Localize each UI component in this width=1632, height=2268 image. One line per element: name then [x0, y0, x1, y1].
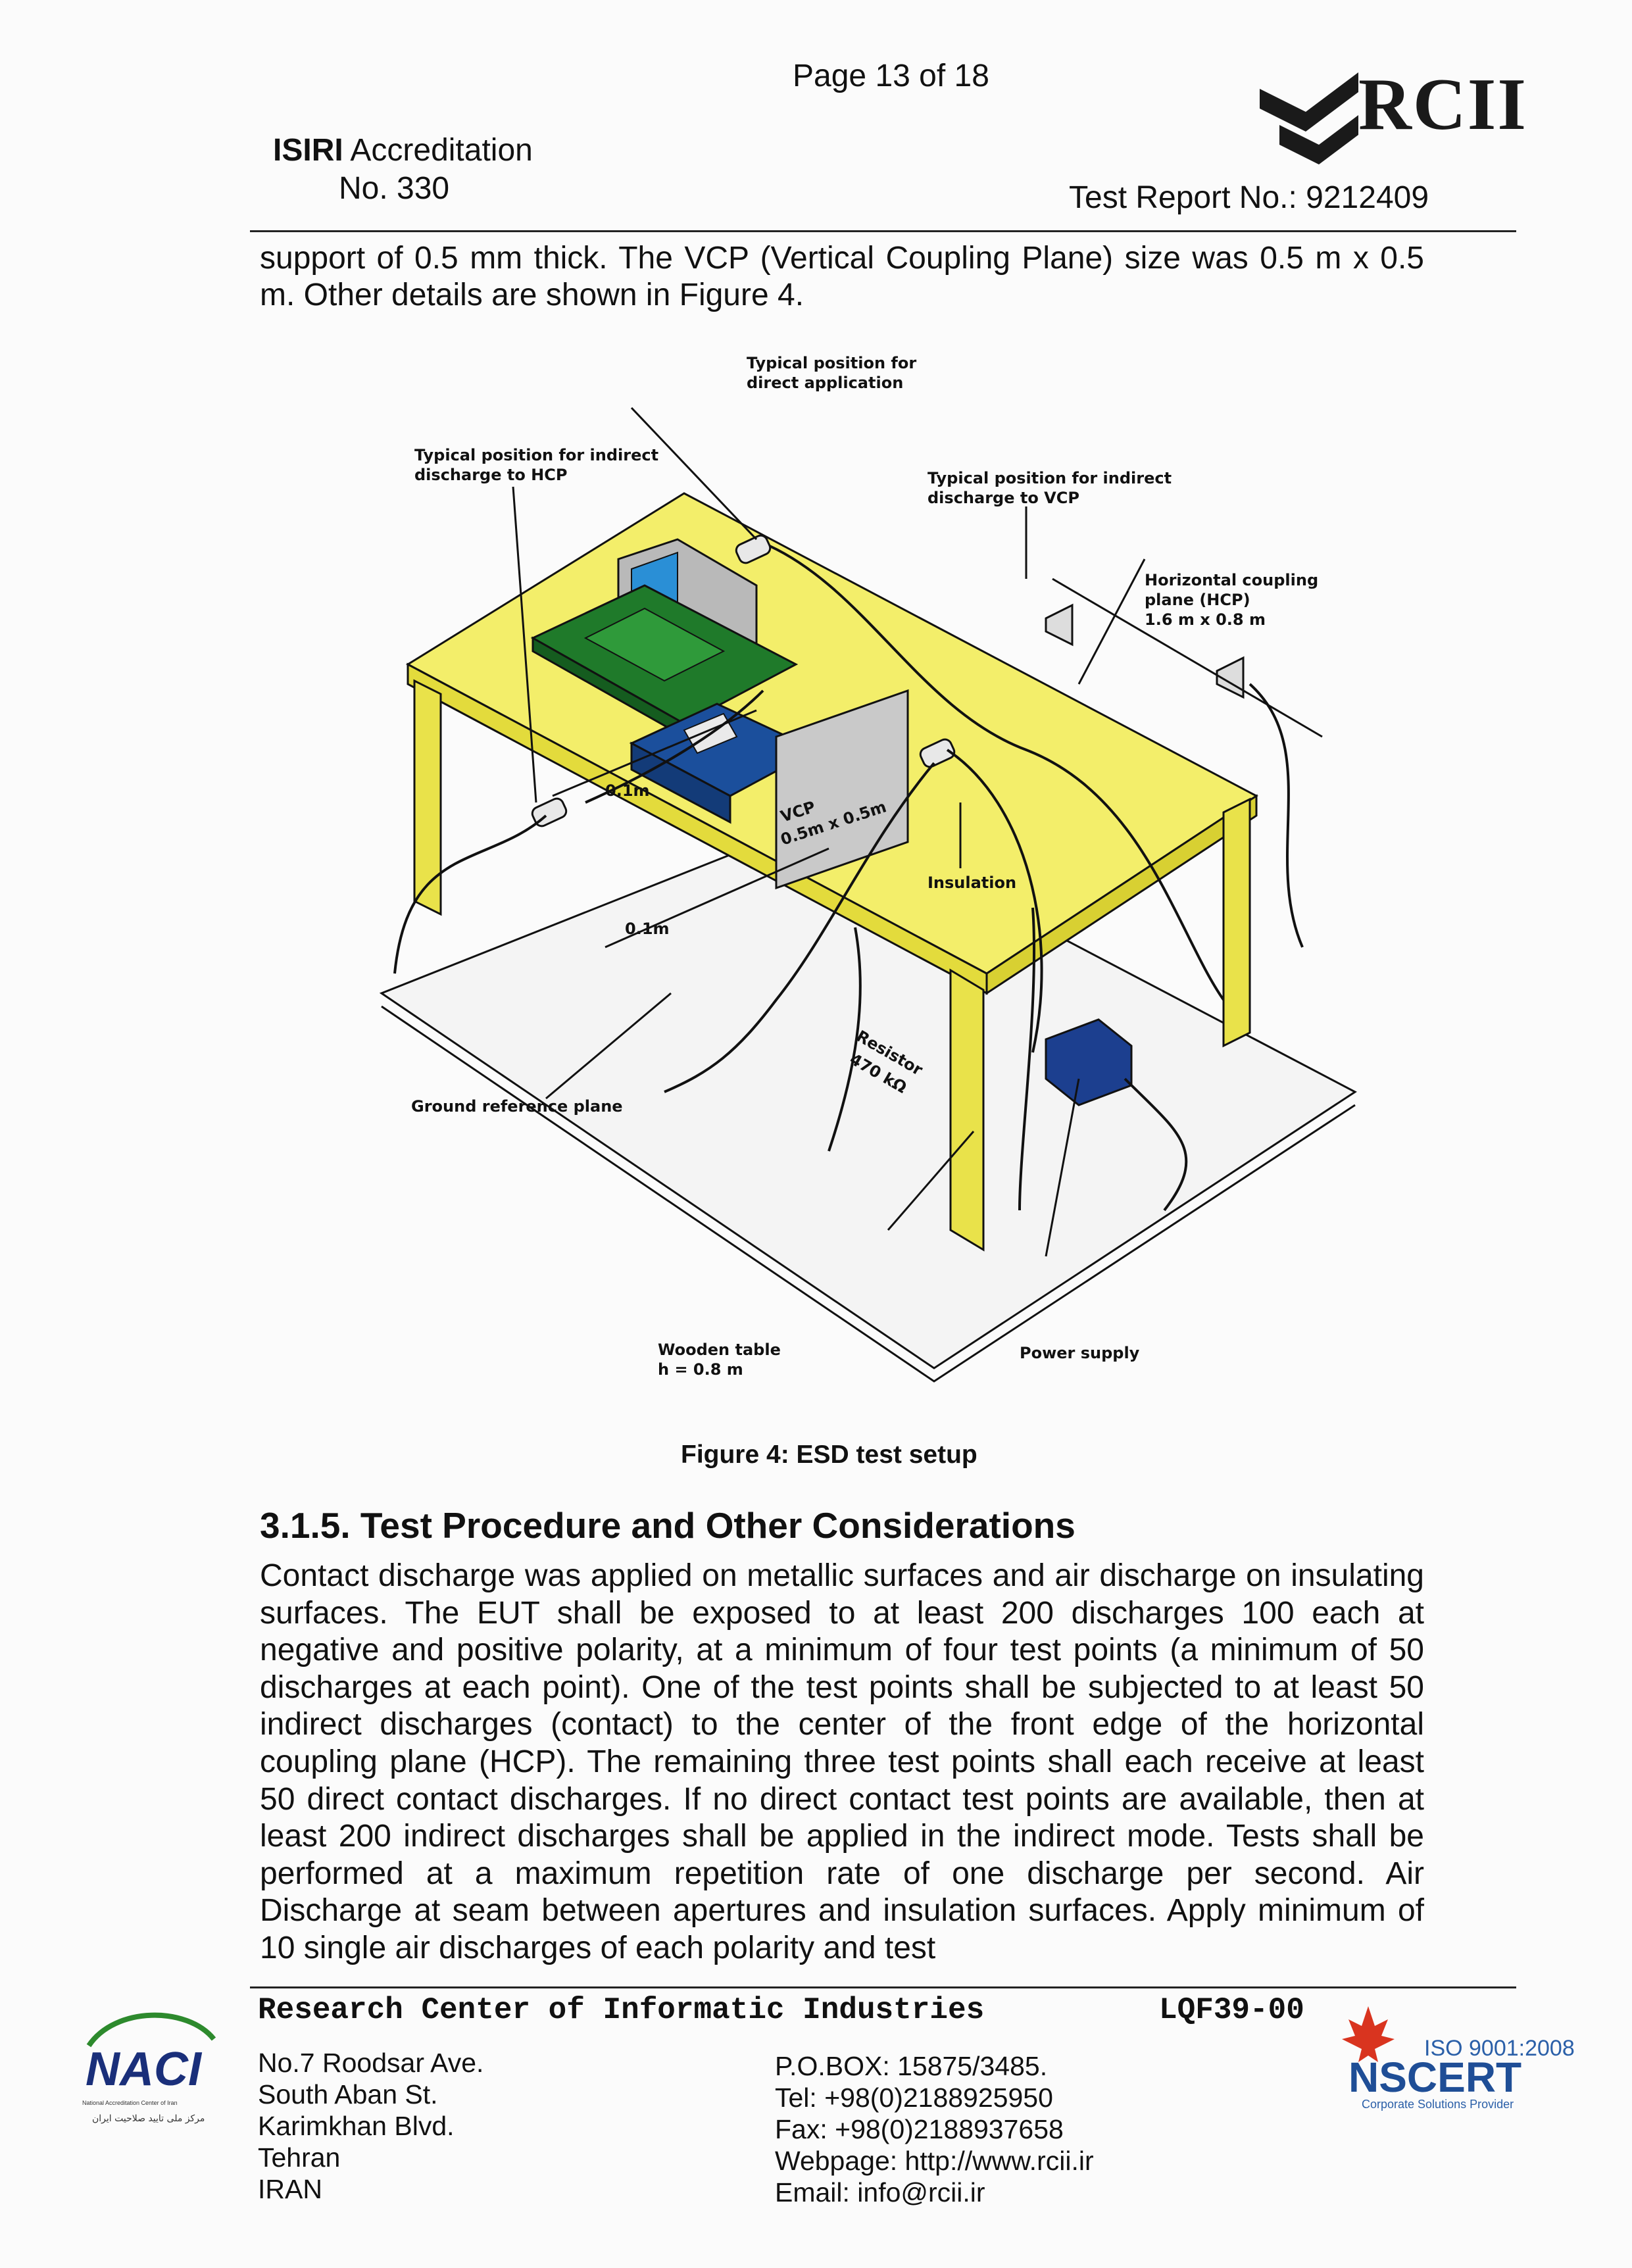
contact-pobox: P.O.BOX: 15875/3485.	[775, 2051, 1048, 2081]
label-insulation: Insulation	[927, 874, 1016, 892]
esd-setup-figure: Typical position for direct application …	[379, 354, 1357, 1383]
vcp-plane	[775, 689, 909, 890]
label-table-2: h = 0.8 m	[658, 1360, 743, 1379]
page-number: Page 13 of 18	[793, 59, 989, 93]
procedure-paragraph: Contact discharge was applied on metalli…	[260, 1558, 1424, 1965]
label-indirect-hcp-1: Typical position for indirect	[414, 446, 658, 464]
naci-logo-text: NACI	[86, 2043, 203, 2096]
address-line: Karimkhan Blvd.	[258, 2111, 455, 2141]
laptop-icon	[530, 584, 799, 739]
accreditation-block: ISIRI Accreditation No. 330	[273, 132, 533, 208]
label-ground-plane: Ground reference plane	[411, 1097, 623, 1116]
accreditation-number: No. 330	[339, 171, 450, 206]
accreditation-word: Accreditation	[350, 133, 533, 168]
section-title: 3.1.5. Test Procedure and Other Consider…	[260, 1505, 1076, 1546]
footer-form-code: LQF39-00	[1159, 1993, 1304, 2027]
naci-farsi: مرکز ملی تایید صلاحیت ایران	[92, 2113, 205, 2124]
footer-contact: P.O.BOX: 15875/3485. Tel: +98(0)21889259…	[775, 2050, 1094, 2208]
label-indirect-vcp-1: Typical position for indirect	[927, 469, 1172, 487]
rcii-logo-text: RCII	[1358, 64, 1527, 145]
nscert-logo-icon: ISO 9001:2008 NSCERT Corporate Solutions…	[1342, 2006, 1575, 2111]
contact-email[interactable]: Email: info@rcii.ir	[775, 2177, 985, 2207]
contact-tel: Tel: +98(0)2188925950	[775, 2083, 1053, 2113]
address-line: South Aban St.	[258, 2079, 438, 2109]
address-line: IRAN	[258, 2174, 322, 2204]
label-distance-1: 0.1m	[605, 781, 650, 800]
nscert-text: NSCERT	[1348, 2054, 1521, 2101]
header-divider	[250, 230, 1516, 232]
label-direct-1: Typical position for	[747, 354, 916, 372]
intro-paragraph: support of 0.5 mm thick. The VCP (Vertic…	[260, 241, 1424, 312]
label-distance-2: 0.1m	[625, 920, 670, 938]
rcii-logo: RCII	[1253, 62, 1529, 174]
ground-reference-plane	[379, 814, 1357, 1369]
label-indirect-vcp-2: discharge to VCP	[927, 489, 1079, 507]
label-hcp-2: plane (HCP)	[1145, 591, 1250, 609]
iso-label: ISO 9001:2008	[1424, 2036, 1575, 2061]
contact-webpage[interactable]: Webpage: http://www.rcii.ir	[775, 2146, 1094, 2176]
label-hcp-1: Horizontal coupling	[1145, 571, 1318, 589]
table-legs	[413, 679, 1251, 1252]
label-hcp-3: 1.6 m x 0.8 m	[1145, 610, 1266, 629]
contact-fax: Fax: +98(0)2188937658	[775, 2114, 1064, 2144]
address-line: No.7 Roodsar Ave.	[258, 2048, 484, 2078]
naci-logo: NACI National Accreditation Center of Ir…	[76, 2000, 227, 2131]
label-direct-2: direct application	[747, 374, 903, 392]
naci-subtitle: National Accreditation Center of Iran	[82, 2100, 178, 2106]
footer-divider	[250, 1986, 1516, 1988]
label-table-1: Wooden table	[658, 1341, 781, 1359]
accreditation-org: ISIRI	[273, 133, 343, 168]
report-label: Test Report No.:	[1069, 180, 1297, 215]
report-number: 9212409	[1306, 180, 1429, 215]
report-number-block: Test Report No.: 9212409	[1069, 180, 1429, 216]
rcii-chevron-icon	[1260, 72, 1358, 164]
address-line: Tehran	[258, 2142, 341, 2173]
esd-generator-icons	[531, 534, 956, 827]
footer-org-name: Research Center of Informatic Industries	[258, 1993, 985, 2027]
maple-leaf-icon	[1342, 2006, 1395, 2062]
footer-address: No.7 Roodsar Ave. South Aban St. Karimkh…	[258, 2047, 483, 2205]
nscert-logo: ISO 9001:2008 NSCERT Corporate Solutions…	[1335, 2000, 1585, 2118]
figure-caption: Figure 4: ESD test setup	[681, 1441, 977, 1469]
label-power-supply: Power supply	[1020, 1344, 1140, 1362]
label-indirect-hcp-2: discharge to HCP	[414, 466, 567, 484]
naci-logo-icon: NACI National Accreditation Center of Ir…	[82, 2012, 216, 2124]
nscert-subtitle: Corporate Solutions Provider	[1362, 2098, 1514, 2111]
